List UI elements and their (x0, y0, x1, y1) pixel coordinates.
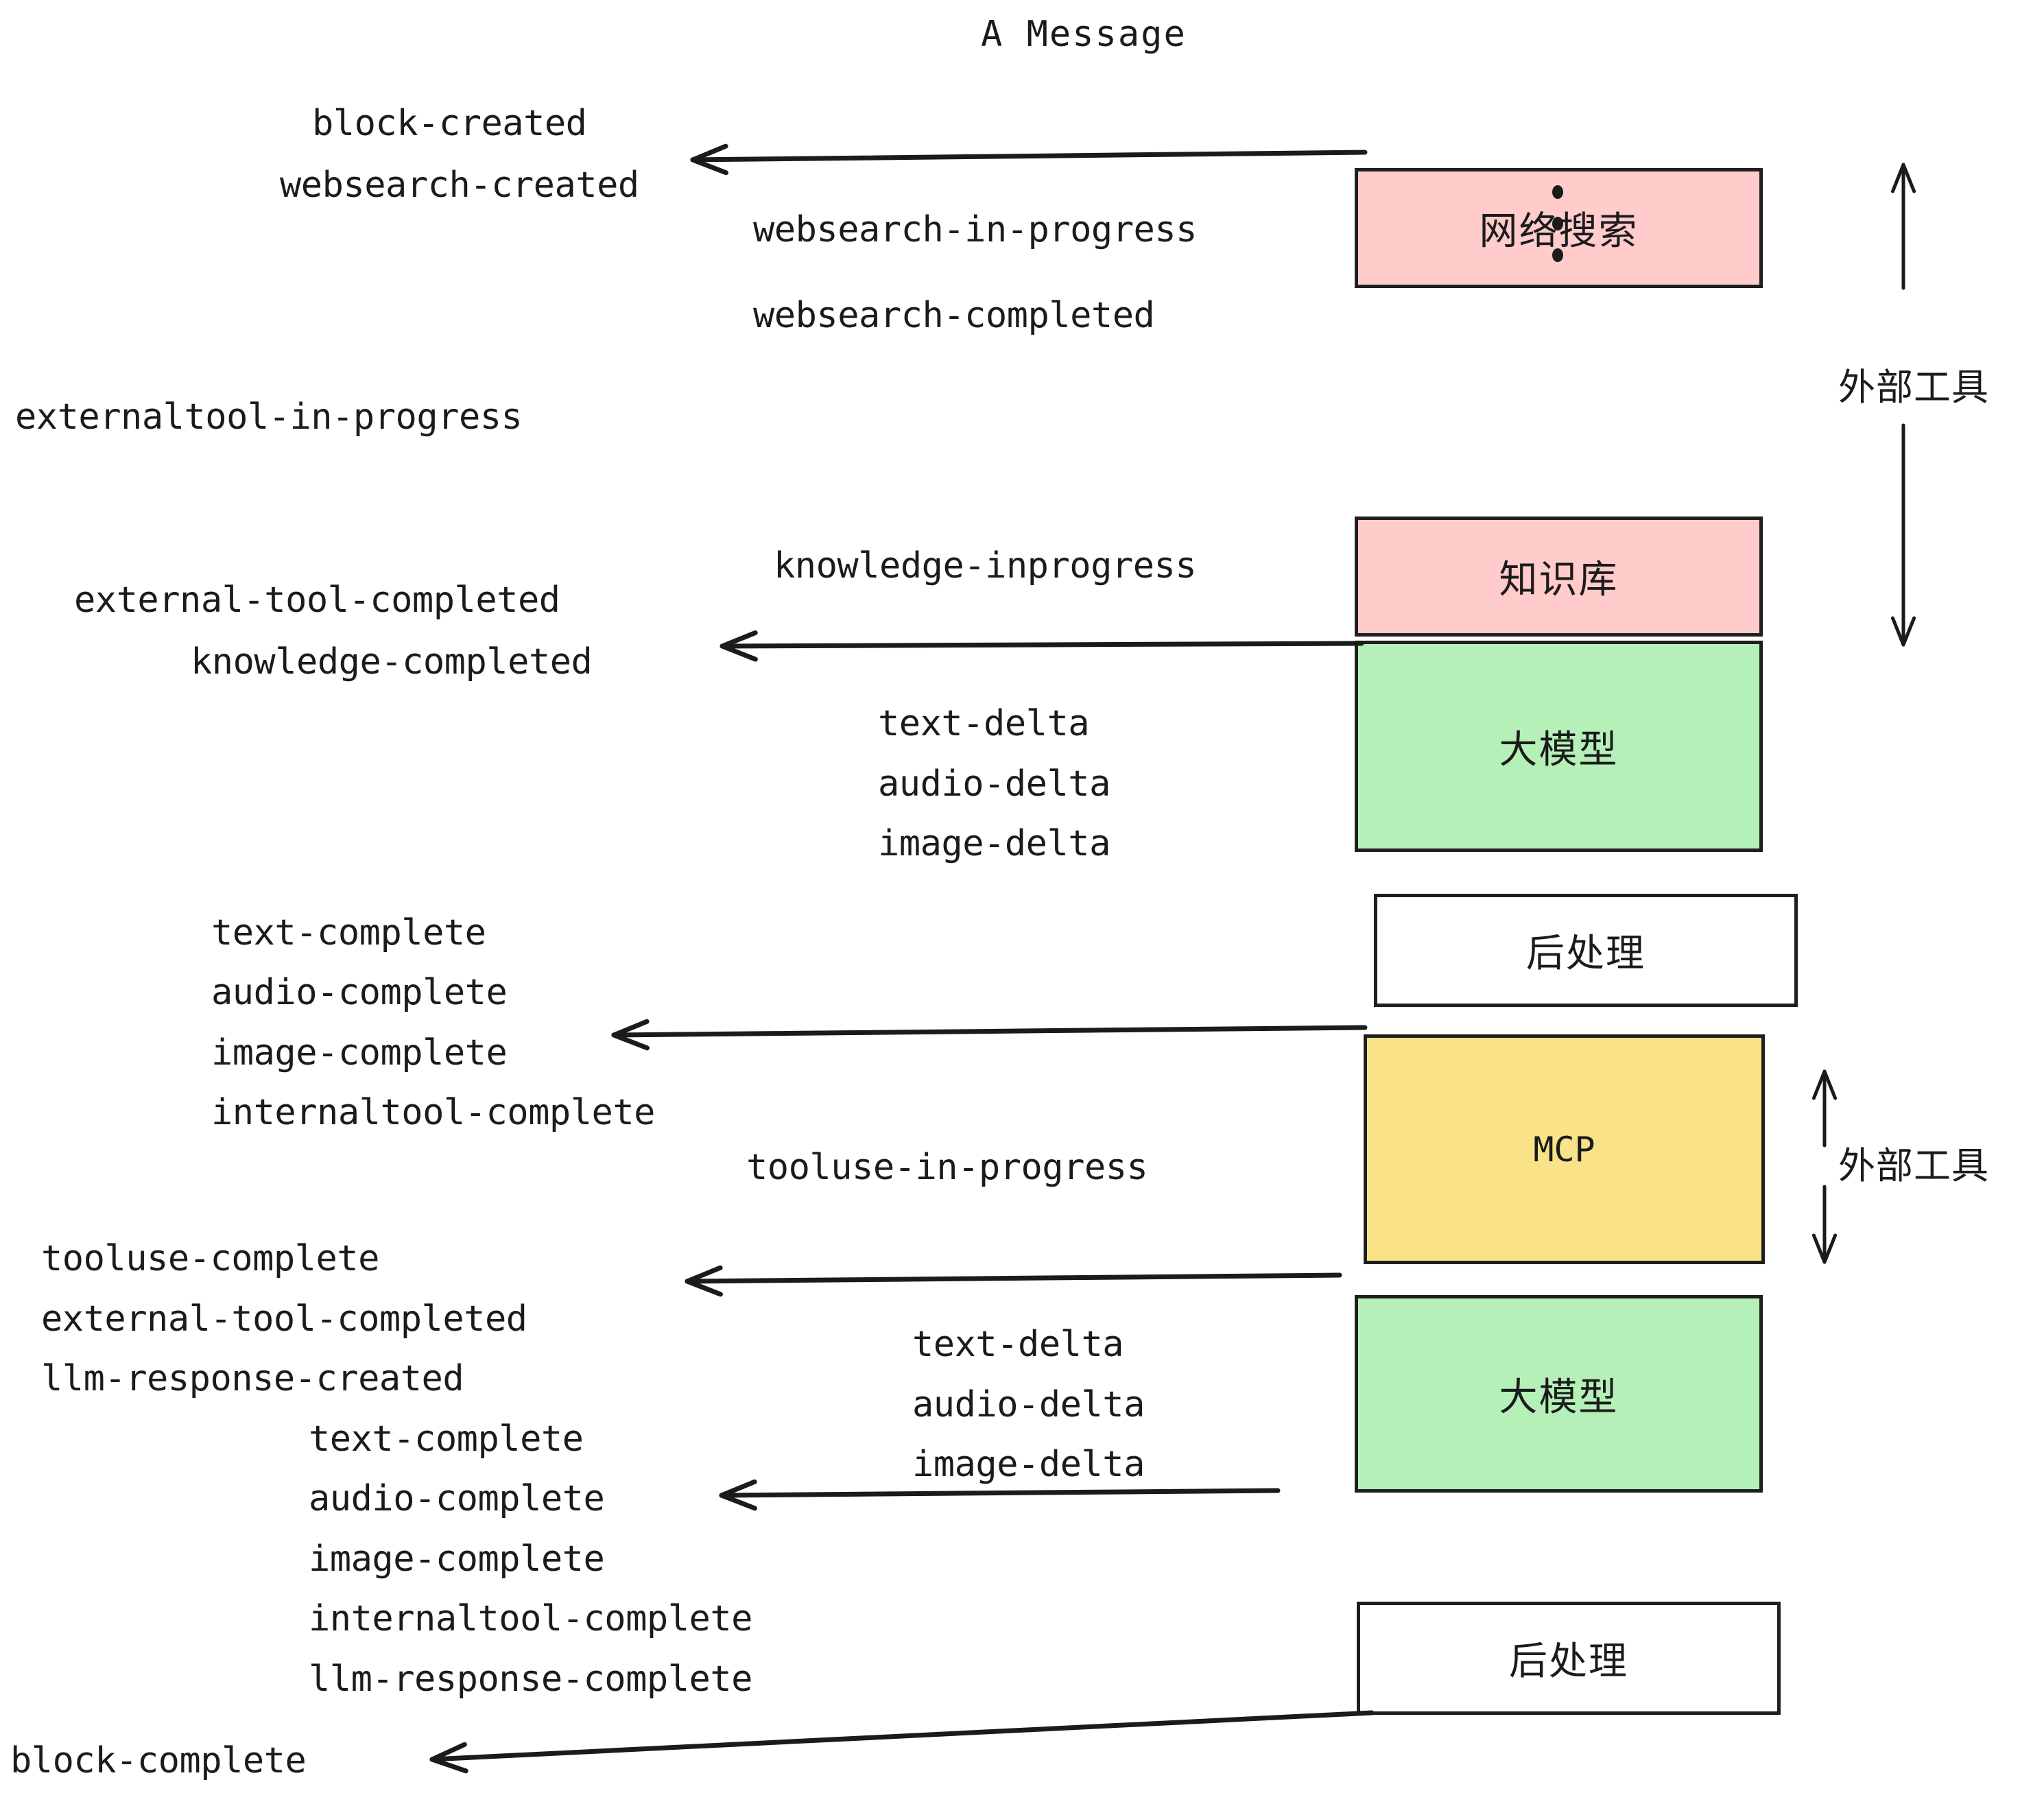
event-label-knowledge-inprogress: knowledge-inprogress (774, 545, 1197, 586)
box-label-llm-1: 大模型 (1499, 727, 1619, 772)
event-label-websearch-completed: websearch-completed (753, 295, 1155, 336)
bracket-top-down (1890, 423, 1916, 647)
event-label-block-complete: block-complete (10, 1740, 307, 1781)
ellipsis-dot-3 (1552, 248, 1563, 262)
event-label-llm-response-complete: llm-response-complete (309, 1659, 752, 1700)
box-llm-1: 大模型 (1355, 641, 1763, 852)
flow-arrows (429, 143, 1375, 1774)
arrow-image-complete (611, 1019, 1368, 1051)
box-mcp: MCP (1364, 1034, 1765, 1264)
event-label-block-created: block-created (312, 103, 587, 144)
box-label-postprocess-2: 后处理 (1509, 1639, 1628, 1684)
page-title: A Message (981, 14, 1187, 55)
box-label-mcp: MCP (1533, 1129, 1595, 1170)
ellipsis-dot-1 (1552, 185, 1563, 199)
box-postprocess-2: 后处理 (1357, 1602, 1781, 1715)
event-label-image-delta-1: image-delta (878, 823, 1110, 864)
event-label-image-complete-2: image-complete (309, 1539, 605, 1580)
box-label-llm-2: 大模型 (1499, 1375, 1619, 1420)
event-label-knowledge-completed: knowledge-completed (191, 641, 593, 683)
arrow-block-complete (429, 1710, 1375, 1774)
arrow-knowledge-completed (720, 630, 1364, 662)
event-label-external-tool-completed-1: external-tool-completed (74, 580, 560, 621)
event-label-audio-complete-1: audio-complete (211, 972, 508, 1013)
event-label-text-delta-1: text-delta (878, 703, 1090, 744)
event-label-audio-complete-2: audio-complete (309, 1478, 605, 1519)
box-postprocess-1: 后处理 (1374, 894, 1798, 1007)
arrow-tooluse-complete (685, 1265, 1342, 1297)
event-label-audio-delta-1: audio-delta (878, 763, 1110, 805)
bracket-bottom-down (1811, 1185, 1838, 1264)
box-llm-2: 大模型 (1355, 1295, 1763, 1493)
event-label-internaltool-complete-2: internaltool-complete (309, 1598, 752, 1639)
event-label-image-complete-1: image-complete (211, 1032, 508, 1073)
event-label-external-tool-completed-2: external-tool-completed (41, 1298, 527, 1340)
box-label-websearch: 网络搜索 (1479, 209, 1639, 254)
event-label-tooluse-in-progress: tooluse-in-progress (746, 1147, 1148, 1188)
event-label-text-delta-2: text-delta (912, 1324, 1124, 1365)
box-label-postprocess-1: 后处理 (1526, 931, 1645, 976)
bracket-top-up (1890, 163, 1916, 290)
event-label-image-delta-2: image-delta (912, 1444, 1145, 1485)
event-label-internaltool-complete-1: internaltool-complete (211, 1092, 655, 1133)
event-label-websearch-in-progress: websearch-in-progress (753, 209, 1197, 250)
event-label-audio-delta-2: audio-delta (912, 1384, 1145, 1425)
event-label-text-complete-1: text-complete (211, 912, 486, 953)
event-label-websearch-created: websearch-created (280, 165, 639, 206)
box-knowledgebase: 知识库 (1355, 517, 1763, 637)
event-label-text-complete-2: text-complete (309, 1419, 584, 1460)
bracket-bottom-up (1811, 1069, 1838, 1148)
event-label-llm-response-created: llm-response-created (41, 1358, 464, 1399)
event-label-tooluse-complete: tooluse-complete (41, 1238, 379, 1279)
event-label-externaltool-in-progress: externaltool-in-progress (15, 396, 523, 438)
side-label-external-tool-top: 外部工具 (1838, 366, 1989, 409)
arrow-block-created (690, 143, 1368, 176)
arrow-audio-complete (719, 1479, 1281, 1511)
box-label-knowledgebase: 知识库 (1499, 558, 1619, 602)
bracket-arrows (1811, 163, 1916, 1264)
side-label-external-tool-bottom: 外部工具 (1838, 1144, 1989, 1187)
ellipsis-dot-2 (1552, 217, 1563, 230)
